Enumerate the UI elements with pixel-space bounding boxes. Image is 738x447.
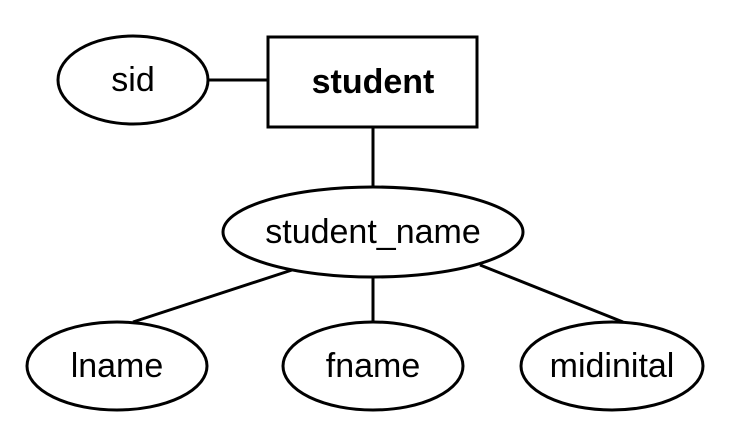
attribute-lname-ellipse: [25, 320, 209, 412]
attribute-student-name-label: student_name: [265, 213, 481, 251]
attribute-fname-label: fname: [326, 347, 421, 385]
entity-student-box: [266, 35, 479, 129]
edge-student-name-midinital: [479, 263, 624, 324]
attribute-fname-ellipse: [281, 320, 465, 412]
attribute-midinital-ellipse: [519, 320, 705, 412]
attribute-midinital-label: midinital: [550, 347, 675, 385]
entity-student-label: student: [312, 63, 435, 101]
attribute-sid-label: sid: [111, 61, 154, 99]
attribute-sid-ellipse: [56, 34, 210, 126]
attribute-lname-label: lname: [71, 347, 164, 385]
edge-student-name-lname: [132, 268, 293, 324]
attribute-student-name-ellipse: [221, 185, 525, 279]
